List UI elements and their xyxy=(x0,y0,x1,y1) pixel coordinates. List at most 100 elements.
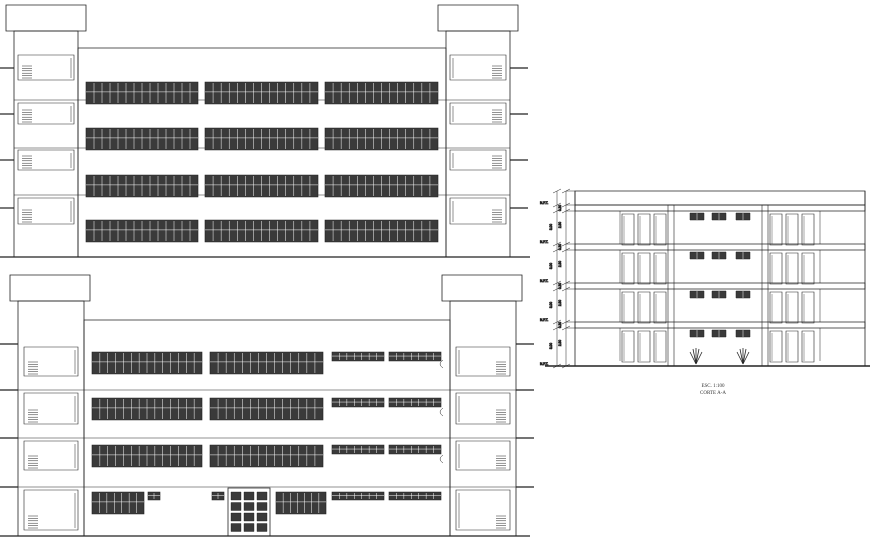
cross-section-a-a: 3.003.003.003.002.802.802.802.800.200.20… xyxy=(540,189,870,368)
stair-landing xyxy=(456,347,510,376)
window-band xyxy=(210,398,323,420)
window-band xyxy=(332,398,384,407)
dimension-tick xyxy=(553,242,561,246)
stair-landing xyxy=(450,198,506,224)
level-mark: N.P.T. xyxy=(540,201,548,205)
window-frame xyxy=(332,492,384,500)
height-mark: 2.80 xyxy=(558,300,562,306)
column xyxy=(668,205,674,366)
window-band xyxy=(325,128,438,150)
height-mark: 0.20 xyxy=(558,283,562,289)
door-opening xyxy=(802,331,814,362)
door-opening xyxy=(622,214,634,245)
landing-opening xyxy=(450,55,506,80)
stair-landing xyxy=(456,490,510,530)
landing-opening xyxy=(18,55,74,80)
landing-opening xyxy=(450,150,506,170)
plant-icon xyxy=(737,348,749,364)
dimension-tick xyxy=(553,287,561,291)
height-mark: 0.20 xyxy=(558,205,562,211)
window-frame xyxy=(389,492,441,500)
floor-slab xyxy=(575,205,865,211)
height-mark: 3.00 xyxy=(549,343,553,349)
window-band xyxy=(332,352,384,361)
door-opening xyxy=(654,214,666,245)
stair-landing xyxy=(24,393,78,424)
door-frame xyxy=(228,488,270,536)
door-opening xyxy=(802,214,814,245)
window-band xyxy=(86,175,198,197)
landing-opening xyxy=(456,393,510,424)
window-frame xyxy=(92,492,144,514)
door-opening xyxy=(622,331,634,362)
door-opening xyxy=(786,253,798,284)
main-entrance-door xyxy=(228,488,270,536)
window-band xyxy=(389,492,441,500)
floor-slab xyxy=(575,322,865,328)
landing-opening xyxy=(24,490,78,530)
door-opening xyxy=(786,292,798,323)
door-panel xyxy=(244,513,254,521)
window-band xyxy=(148,492,160,500)
window-band xyxy=(332,445,384,454)
height-mark: 3.00 xyxy=(549,263,553,269)
window-band xyxy=(86,82,198,104)
landing-opening xyxy=(18,198,74,224)
door-panel xyxy=(244,492,254,500)
dimension-tick xyxy=(553,203,561,207)
door-opening xyxy=(654,331,666,362)
wall-tie xyxy=(440,360,443,368)
height-mark: 3.00 xyxy=(549,302,553,308)
plant-leaf xyxy=(690,352,696,364)
door-opening xyxy=(654,292,666,323)
landing-opening xyxy=(18,103,74,124)
window-band xyxy=(325,175,438,197)
dimension-tick xyxy=(553,326,561,330)
window-band xyxy=(389,352,441,361)
landing-opening xyxy=(450,198,506,224)
window-band xyxy=(332,492,384,500)
window-band xyxy=(92,492,144,514)
window-frame xyxy=(332,398,384,407)
door-opening xyxy=(638,292,650,323)
window-frame xyxy=(389,352,441,361)
height-mark: 2.80 xyxy=(558,261,562,267)
stair-landings xyxy=(18,55,506,224)
door-opening xyxy=(654,253,666,284)
window-frame xyxy=(389,398,441,407)
dimension-tick xyxy=(553,209,561,213)
window-band xyxy=(389,445,441,454)
door-panel xyxy=(244,503,254,511)
window-band xyxy=(205,175,318,197)
window-band xyxy=(205,128,318,150)
stair-landing xyxy=(24,441,78,470)
front-elevation-top xyxy=(0,5,530,257)
door-panel xyxy=(257,503,267,511)
window-band xyxy=(325,82,438,104)
level-mark: N.P.T. xyxy=(540,318,548,322)
door-panel xyxy=(257,524,267,532)
door-opening xyxy=(770,331,782,362)
stair-landing xyxy=(450,103,506,124)
stair-landing xyxy=(450,150,506,170)
window-band xyxy=(86,220,198,242)
window-band xyxy=(205,82,318,104)
column xyxy=(762,205,768,366)
dimension-tick xyxy=(553,281,561,285)
stair-landing xyxy=(456,441,510,470)
door-opening xyxy=(802,292,814,323)
door-opening xyxy=(786,214,798,245)
window-band xyxy=(276,492,326,514)
wall-tie xyxy=(440,455,443,463)
window-band xyxy=(92,445,202,467)
door-opening xyxy=(802,253,814,284)
height-mark: 3.00 xyxy=(549,224,553,230)
height-mark: 2.80 xyxy=(558,340,562,346)
plant-leaf xyxy=(743,349,746,364)
window-band xyxy=(389,398,441,407)
door-panel xyxy=(231,513,241,521)
plant-leaf xyxy=(696,349,699,364)
floor-slab xyxy=(575,244,865,250)
stair-landing xyxy=(18,55,74,80)
